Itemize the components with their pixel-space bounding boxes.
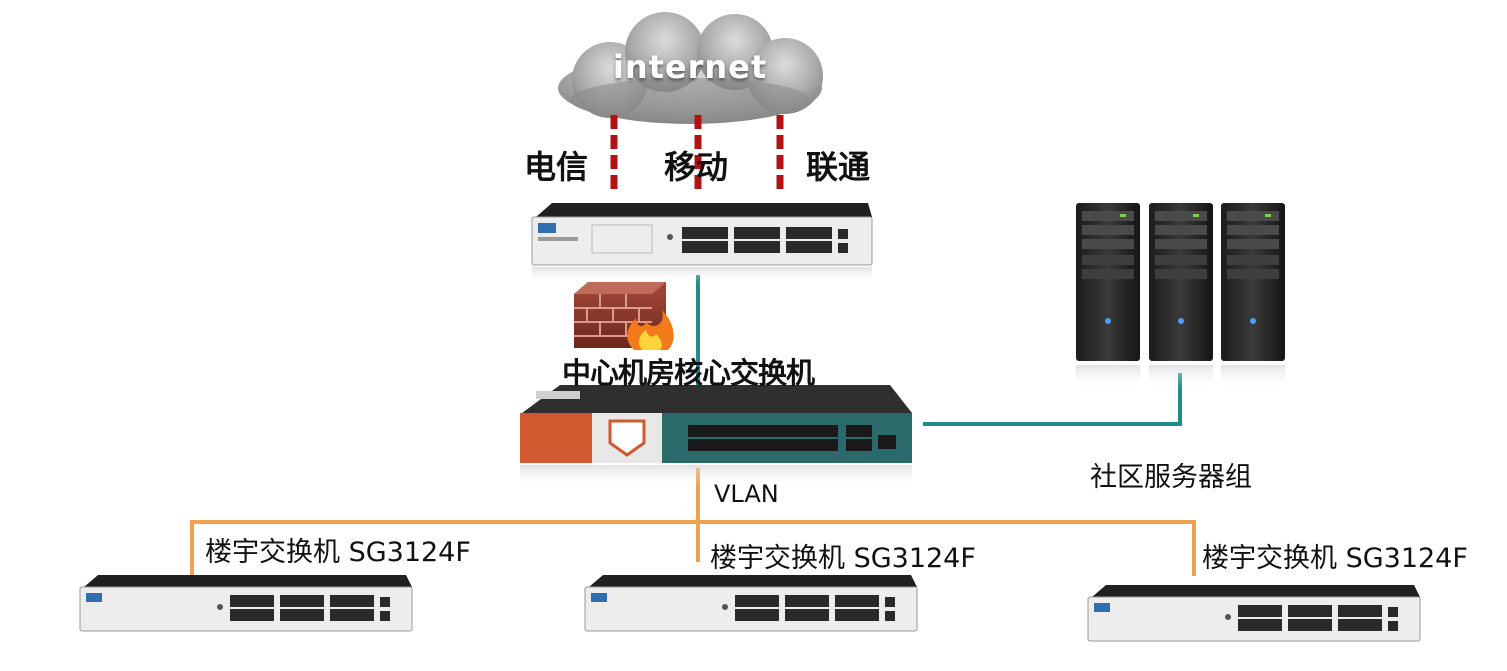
server-tower-2: [1149, 203, 1213, 389]
isp-label-mobile: 移动: [664, 148, 729, 186]
vlan-label: VLAN: [714, 480, 779, 508]
isp-label-telecom: 电信: [524, 148, 589, 186]
building-switch-label-2: 楼宇交换机 SG3124F: [710, 543, 976, 574]
isp-links: [610, 115, 784, 192]
building-switch-3: [1087, 585, 1421, 642]
isp-label-unicom: 联通: [806, 148, 871, 186]
cloud-label: internet: [612, 48, 768, 86]
server-tower-3: [1221, 203, 1285, 389]
edge-switch: [531, 203, 873, 283]
server-group-label: 社区服务器组: [1090, 462, 1252, 493]
core-switch: [520, 385, 912, 487]
cloud-icon: [558, 12, 823, 124]
building-switch-1: [79, 575, 413, 632]
building-switch-label-3: 楼宇交换机 SG3124F: [1202, 543, 1468, 574]
uplink-core-to-servers: [923, 373, 1182, 426]
core-switch-label: 中心机房核心交换机: [562, 356, 815, 390]
vlan-links: [190, 468, 1196, 576]
building-switch-2: [584, 575, 918, 632]
server-tower-1: [1076, 203, 1140, 389]
building-switch-label-1: 楼宇交换机 SG3124F: [205, 537, 471, 568]
firewall-icon: [574, 282, 674, 350]
